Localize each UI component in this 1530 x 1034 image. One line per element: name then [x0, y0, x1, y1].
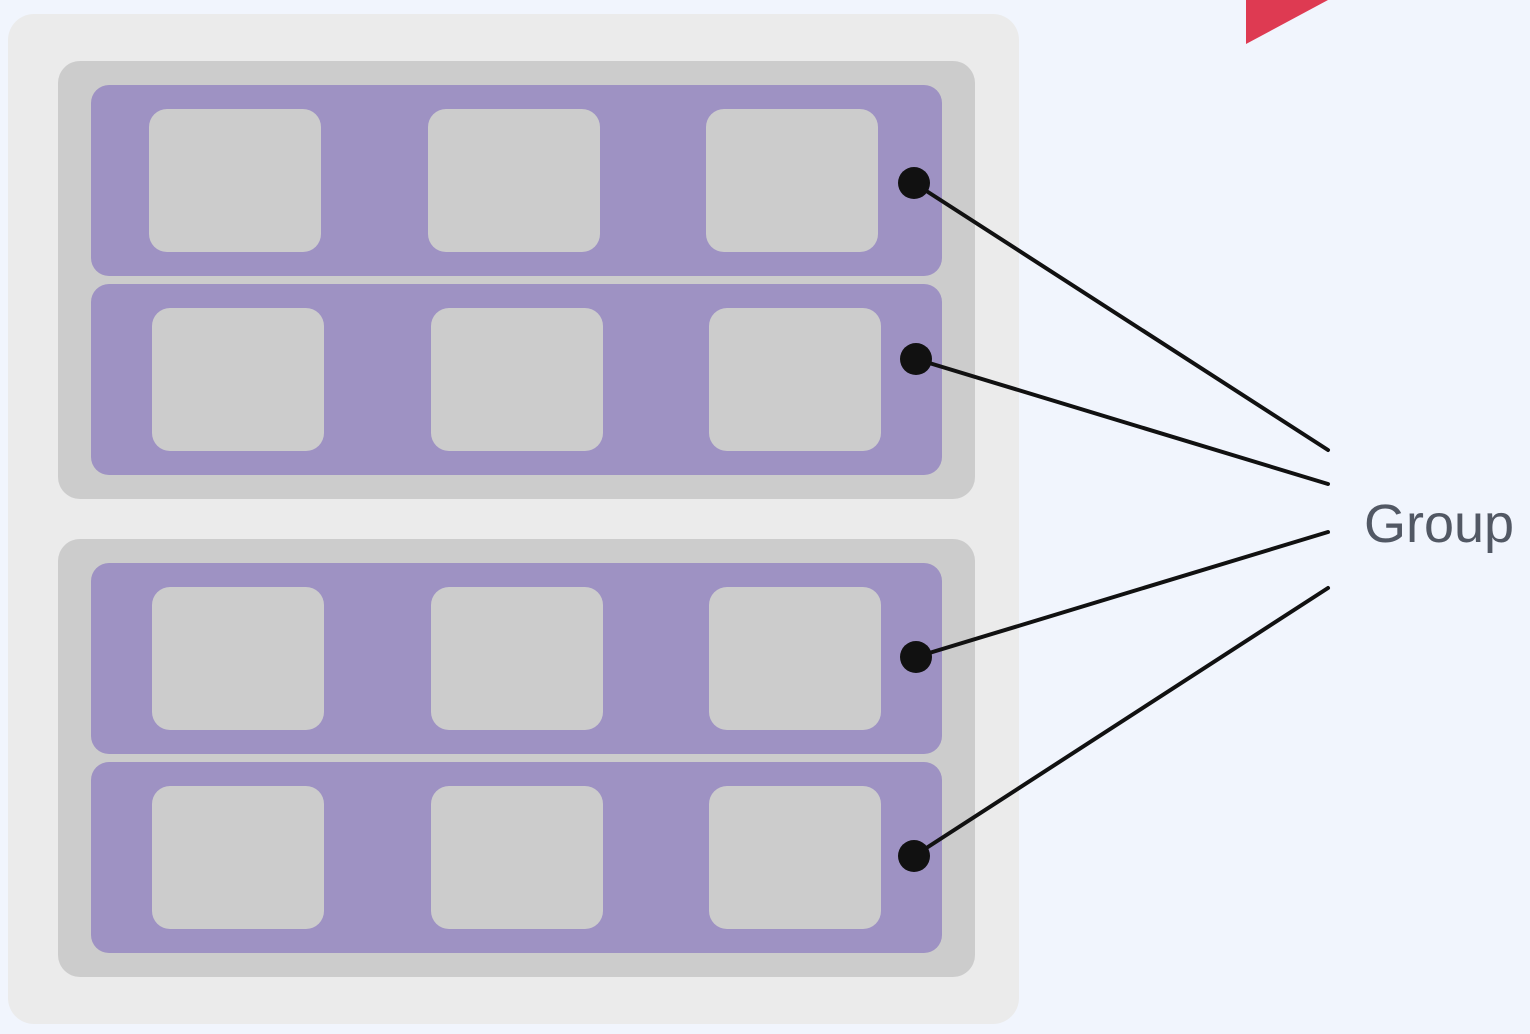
cell: [431, 587, 603, 730]
container-bottom: [58, 539, 975, 977]
group-label: Group: [1364, 494, 1514, 554]
group-row-4: [91, 762, 942, 953]
container-top: [58, 61, 975, 499]
group-row-1: [91, 85, 942, 276]
cell: [152, 587, 324, 730]
cell: [706, 109, 878, 252]
connector-dot: [898, 840, 930, 872]
connector-line: [912, 181, 1330, 452]
connectors: [898, 167, 1330, 872]
cell: [709, 587, 881, 730]
connector-line: [912, 586, 1330, 858]
connector-line: [914, 357, 1330, 486]
cell: [709, 786, 881, 929]
cell: [431, 786, 603, 929]
accent-corner-shape: [1246, 0, 1328, 44]
cell: [431, 308, 603, 451]
group-row-3: [91, 563, 942, 754]
connector-dot: [898, 167, 930, 199]
group-row-2: [91, 284, 942, 475]
connector-line: [914, 530, 1330, 659]
cell: [152, 786, 324, 929]
cell: [428, 109, 600, 252]
connector-dot: [900, 641, 932, 673]
cell: [152, 308, 324, 451]
cell: [149, 109, 321, 252]
connector-dot: [900, 343, 932, 375]
cell: [709, 308, 881, 451]
